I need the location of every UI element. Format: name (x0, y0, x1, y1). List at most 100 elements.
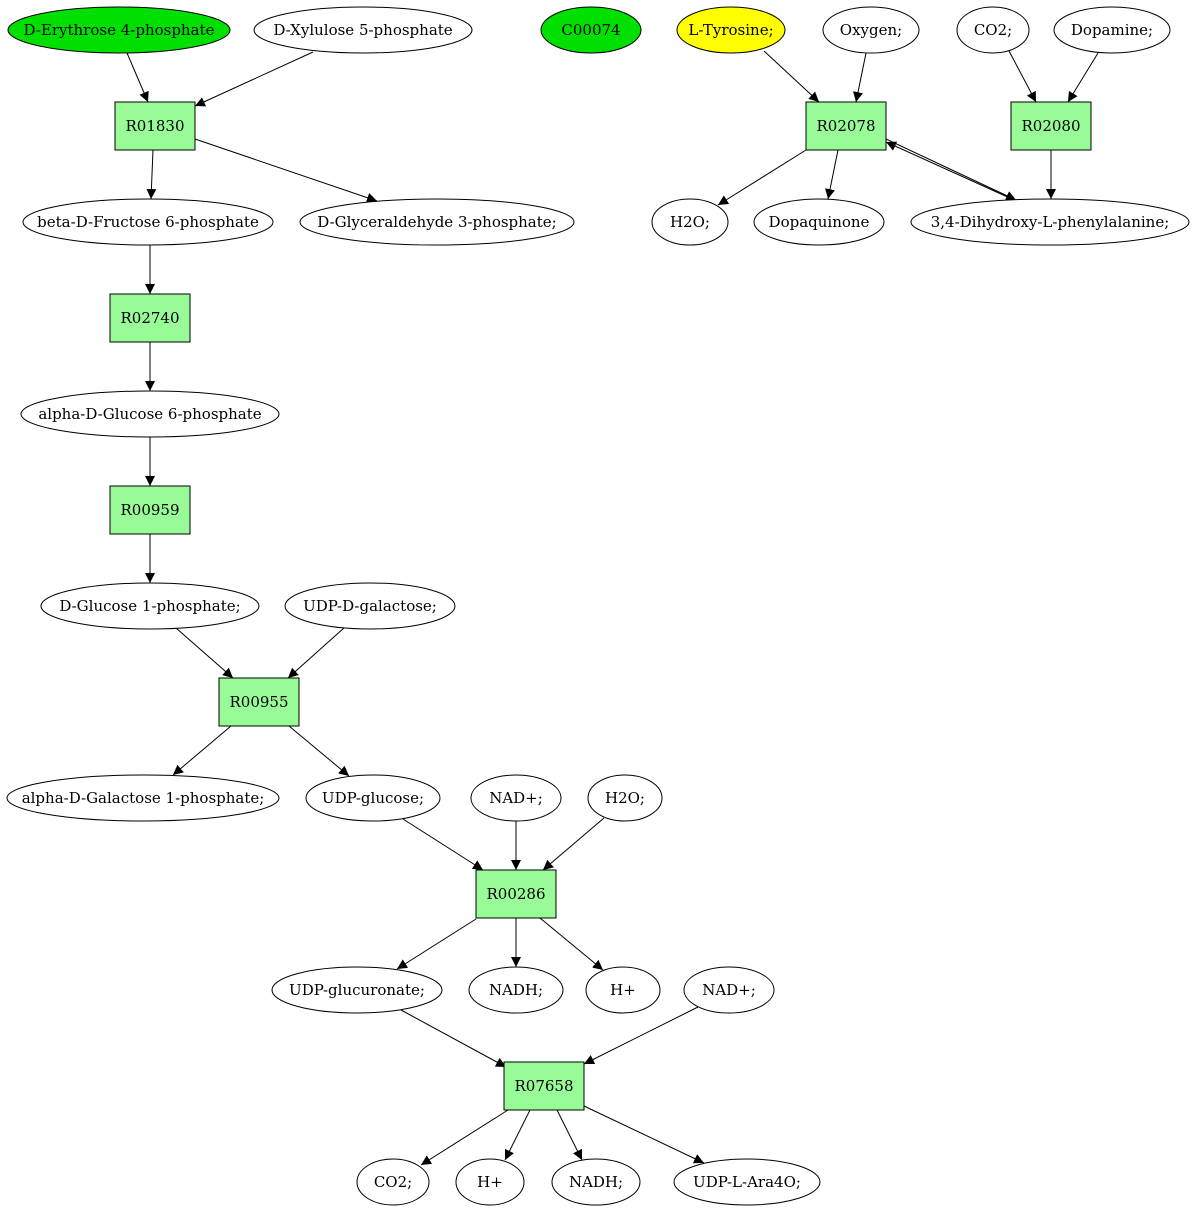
compound-node-nadh_bot[interactable]: NADH; (551, 1158, 641, 1206)
reaction-label: R00955 (229, 693, 288, 711)
compound-ellipse (40, 582, 260, 630)
compound-node-oxygen[interactable]: Oxygen; (822, 6, 920, 54)
reaction-node-r00959[interactable]: R00959 (109, 485, 191, 535)
compound-label: Oxygen; (840, 21, 902, 39)
edges-layer (126, 50, 1099, 1166)
reaction-node-r02078[interactable]: R02078 (805, 101, 887, 151)
compound-node-erythrose4p[interactable]: D-Erythrose 4-phosphate (7, 6, 231, 54)
compound-node-udpara4o[interactable]: UDP-L-Ara4O; (673, 1158, 821, 1206)
compound-ellipse (910, 198, 1190, 246)
compound-label: CO2; (374, 1173, 412, 1191)
edge-udpglucuronate-to-r07658 (400, 1009, 507, 1068)
compound-label: UDP-D-galactose; (303, 597, 437, 615)
reaction-node-r00955[interactable]: R00955 (218, 677, 300, 727)
edge-udpglucose-to-r00286 (402, 818, 484, 871)
edge-r01830-to-fructose6p (146, 149, 157, 200)
compound-ellipse (1053, 6, 1171, 54)
compound-ellipse (22, 198, 274, 246)
compound-ellipse (587, 774, 663, 822)
compound-label: NAD+; (489, 789, 543, 807)
compound-ellipse (356, 1158, 430, 1206)
compound-label: alpha-D-Glucose 6-phosphate (38, 405, 261, 423)
compound-ellipse (455, 1158, 525, 1206)
edge-r02078-to-h2o_top (717, 149, 807, 206)
reaction-node-r02740[interactable]: R02740 (109, 293, 191, 343)
reaction-label: R07658 (514, 1077, 573, 1095)
reaction-box (109, 485, 191, 535)
compound-label: NAD+; (702, 981, 756, 999)
compound-node-co2_bot[interactable]: CO2; (356, 1158, 430, 1206)
edge-dopamine-to-r02080 (1067, 52, 1099, 103)
compound-ellipse (305, 774, 441, 822)
edge-r01830-to-glyceraldehyde3p (194, 138, 378, 203)
edge-oxygen-to-r02078 (853, 52, 867, 103)
compound-label: D-Glyceraldehyde 3-phosphate; (317, 213, 556, 231)
compound-label: UDP-L-Ara4O; (693, 1173, 801, 1191)
reaction-box (218, 677, 300, 727)
edge-r02078-to-dopa (885, 138, 1017, 201)
compound-node-nadh_mid[interactable]: NADH; (468, 966, 564, 1014)
edge-r02078-to-dopaquinone (825, 149, 839, 200)
compound-node-nad_low[interactable]: NAD+; (683, 966, 775, 1014)
compound-label: NADH; (489, 981, 543, 999)
compound-node-h2o_top[interactable]: H2O; (651, 198, 729, 246)
compound-node-dopa[interactable]: 3,4-Dihydroxy-L-phenylalanine; (910, 198, 1190, 246)
compound-node-ltyrosine[interactable]: L-Tyrosine; (676, 6, 786, 54)
compound-label: NADH; (569, 1173, 623, 1191)
reaction-node-r01830[interactable]: R01830 (114, 101, 196, 151)
compound-ellipse (585, 966, 661, 1014)
edge-erythrose4p-to-r01830 (126, 52, 149, 103)
compound-node-dopamine[interactable]: Dopamine; (1053, 6, 1171, 54)
edge-r00955-to-galactose1p (172, 725, 232, 776)
compound-label: D-Xylulose 5-phosphate (273, 21, 452, 39)
compound-label: 3,4-Dihydroxy-L-phenylalanine; (931, 213, 1170, 231)
compound-node-udpglucose[interactable]: UDP-glucose; (305, 774, 441, 822)
compound-ellipse (673, 1158, 821, 1206)
compound-node-glucose1p[interactable]: D-Glucose 1-phosphate; (40, 582, 260, 630)
edge-udpgalactose-to-r00955 (287, 627, 345, 679)
compound-node-hplus_mid[interactable]: H+ (585, 966, 661, 1014)
compound-label: UDP-glucose; (322, 789, 424, 807)
compound-ellipse (683, 966, 775, 1014)
compound-ellipse (7, 6, 231, 54)
compound-ellipse (271, 966, 443, 1014)
compound-node-dopaquinone[interactable]: Dopaquinone (753, 198, 885, 246)
compound-node-hplus_bot[interactable]: H+ (455, 1158, 525, 1206)
compound-node-glyceraldehyde3p[interactable]: D-Glyceraldehyde 3-phosphate; (299, 198, 575, 246)
compound-ellipse (253, 6, 473, 54)
compound-node-c00074[interactable]: C00074 (540, 6, 642, 54)
compound-label: alpha-D-Galactose 1-phosphate; (22, 789, 265, 807)
compound-label: H+ (610, 981, 636, 999)
compound-node-udpglucuronate[interactable]: UDP-glucuronate; (271, 966, 443, 1014)
compound-label: C00074 (561, 21, 620, 39)
compound-label: CO2; (974, 21, 1012, 39)
reaction-node-r07658[interactable]: R07658 (503, 1061, 585, 1111)
compound-label: D-Glucose 1-phosphate; (59, 597, 240, 615)
compound-node-galactose1p[interactable]: alpha-D-Galactose 1-phosphate; (6, 774, 280, 822)
compound-node-glucose6p[interactable]: alpha-D-Glucose 6-phosphate (20, 390, 280, 438)
reaction-box (109, 293, 191, 343)
compound-node-xylulose5p[interactable]: D-Xylulose 5-phosphate (253, 6, 473, 54)
compound-label: H+ (477, 1173, 503, 1191)
compound-ellipse (470, 774, 562, 822)
reaction-node-r02080[interactable]: R02080 (1010, 101, 1092, 151)
compound-ellipse (540, 6, 642, 54)
nodes-layer: D-Erythrose 4-phosphate D-Xylulose 5-phos… (6, 6, 1190, 1206)
compound-ellipse (676, 6, 786, 54)
edge-r07658-to-nadh_bot (556, 1109, 583, 1161)
compound-node-udpgalactose[interactable]: UDP-D-galactose; (284, 582, 456, 630)
compound-node-co2_top[interactable]: CO2; (956, 6, 1030, 54)
compound-ellipse (651, 198, 729, 246)
reaction-node-r00286[interactable]: R00286 (475, 869, 557, 919)
compound-node-fructose6p[interactable]: beta-D-Fructose 6-phosphate (22, 198, 274, 246)
compound-node-h2o_mid[interactable]: H2O; (587, 774, 663, 822)
compound-ellipse (468, 966, 564, 1014)
compound-node-nad_mid[interactable]: NAD+; (470, 774, 562, 822)
compound-label: UDP-glucuronate; (289, 981, 425, 999)
compound-ellipse (6, 774, 280, 822)
edge-co2_top-to-r02080 (1008, 50, 1037, 103)
compound-label: Dopamine; (1071, 21, 1153, 39)
compound-label: beta-D-Fructose 6-phosphate (37, 213, 259, 231)
reaction-box (114, 101, 196, 151)
